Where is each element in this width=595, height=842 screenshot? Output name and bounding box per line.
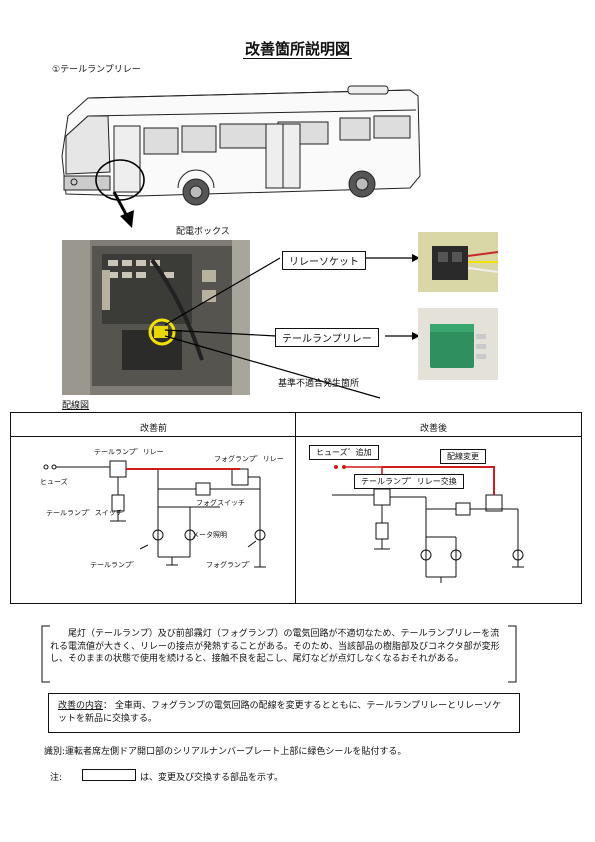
before-tail-switch: テールランプ゛スイッチ: [46, 509, 123, 517]
wiring-header-line: [10, 436, 582, 437]
improvement-label: 改善の内容: [58, 701, 104, 711]
relay-socket-photo: [418, 232, 498, 292]
before-fuse: ヒューズ: [40, 478, 68, 486]
identification-text: 識別:運転者席左側ドア開口部のシリアルナンバープレート上部に緑色シールを貼付する…: [44, 747, 407, 757]
before-fog-lamp: フォグランプ゛: [206, 561, 255, 569]
improvement-colon: ：: [103, 701, 113, 711]
note-text: は、変更及び交換する部品を示す。: [140, 773, 284, 783]
before-meter-light: メータ照明: [192, 531, 227, 539]
tail-relay-photo: [418, 308, 498, 380]
after-title: 改善後: [420, 424, 448, 434]
wiring-heading: 配線図: [62, 401, 90, 411]
distribution-box-label: 配電ボックス: [176, 227, 230, 237]
relay-socket-label: リレーソケット: [282, 251, 366, 270]
before-tail-relay: テールランプ゛リレー: [94, 448, 164, 456]
description-bracket: [41, 625, 517, 683]
down-arrow-icon: [112, 191, 134, 228]
after-wiring-change: 配線変更: [440, 449, 486, 464]
callout-lines: [164, 254, 420, 399]
note-sample-box: [82, 769, 136, 781]
before-fog-relay: フォグランプ゛リレー: [214, 455, 284, 463]
before-circuit: [43, 460, 266, 568]
page-title: 改善箇所説明図: [242, 40, 352, 59]
improvement-text: 全車両、フォグランプの電気回路の配線を変更するとともに、テールランプリレーとリレ…: [58, 701, 502, 724]
bus-illustration: [61, 85, 421, 206]
improvement-content: 改善の内容： 全車両、フォグランプの電気回路の配線を変更するとともに、テールラン…: [58, 700, 508, 726]
wiring-diagram-frame: [10, 412, 582, 604]
after-relay-replace: テールランプ゛リレー交換: [354, 474, 464, 489]
before-title: 改善前: [140, 424, 168, 434]
tail-relay-label: テールランプリレー: [275, 328, 379, 347]
nonconformity-label: 基準不適合発生箇所: [278, 379, 360, 389]
section-label: ①テールランプリレー: [52, 65, 141, 75]
description-text: 尾灯（テールランプ）及び前部霧灯（フォグランプ）の電気回路が不適切なため、テール…: [50, 629, 500, 664]
distribution-box-photo: [62, 240, 250, 395]
before-fog-switch: フォグスイッチ: [196, 499, 245, 507]
improvement-box: [48, 693, 520, 733]
after-fuse-added: ヒューズ゛追加: [309, 445, 379, 460]
after-circuit: [332, 465, 524, 583]
before-tail-lamp: テールランプ゛: [90, 561, 139, 569]
wiring-divider: [295, 412, 296, 604]
note-label: 注:: [50, 773, 63, 783]
